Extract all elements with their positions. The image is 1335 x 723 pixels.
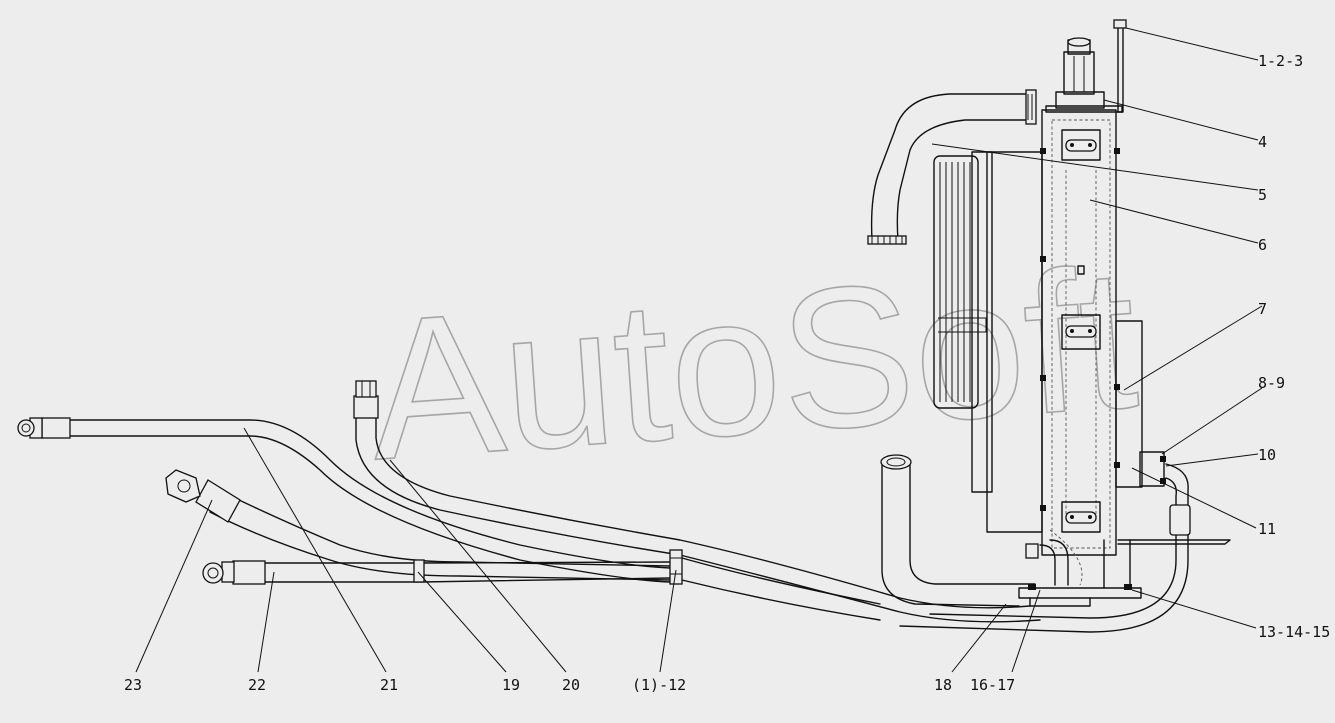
radiator-core [933,19,1231,607]
callout-23: 23 [124,676,142,694]
leader-8-9 [1161,387,1263,455]
leader-19 [417,571,507,673]
leader-21 [243,427,387,673]
line-22-sleeve [232,560,266,585]
upper-hose-clamp [1025,89,1037,125]
callout-18: 18 [934,676,952,694]
callout-8-9: 8-9 [1258,374,1285,392]
leader-5 [931,143,1259,191]
leader-1-2-3 [1125,27,1259,61]
upper-hose [867,89,1037,245]
leader-13-14-15 [1131,589,1257,629]
tank-hidden-core [1051,119,1111,549]
mount-block-low [1061,501,1101,533]
callout-20: 20 [562,676,580,694]
callout-6: 6 [1258,236,1267,254]
callout-10: 10 [1258,446,1276,464]
leader-10 [1165,453,1259,467]
leader-4 [1103,99,1259,141]
outlet-elbow [1025,529,1083,586]
line-20-nut [355,380,377,398]
bundle-continuation-2 [681,579,881,621]
line-21-ferrule [41,417,71,439]
line-22 [202,559,671,585]
hose-end-clamp [867,235,907,245]
side-bolts [1040,148,1120,511]
callout-16-17: 16-17 [970,676,1015,694]
tank-top-plate [1045,105,1123,113]
leader-23 [135,499,213,673]
leader-22 [257,571,275,673]
leader-11 [1131,467,1257,529]
gauge-rod [1113,19,1127,113]
leader-1-12 [659,569,677,673]
line-19-clip [413,559,425,583]
line-23-nut [165,469,201,503]
lower-hose-clamp [880,454,912,470]
line-21 [17,417,671,583]
cooler-pipe-sleeve [1169,504,1191,536]
mount-block-mid [1061,314,1101,350]
bracket-arm [1117,539,1231,545]
mount-block-top [1061,129,1101,161]
fitting-10 [1139,451,1166,487]
line-23 [165,469,671,581]
watermark-text: AutoSoft [362,226,1143,502]
callout-1-2-3: 1-2-3 [1258,52,1303,70]
filler-neck [1055,37,1105,109]
line-23-sleeve [195,479,241,523]
callout-22: 22 [248,676,266,694]
leader-lines [135,27,1263,673]
leader-7 [1123,305,1263,391]
oil-cooler [1115,320,1143,488]
line-20-ferrule [353,395,379,419]
shroud-plate [971,151,993,493]
drain-plug [1077,265,1085,275]
callout-4: 4 [1258,133,1267,151]
clamp-12 [669,549,683,585]
lower-hose [880,454,1036,607]
callout-7: 7 [1258,300,1267,318]
line-22-nut [202,561,235,584]
leader-16-17 [1011,589,1041,673]
callout-5: 5 [1258,186,1267,204]
fin-pack [933,155,987,409]
leader-18 [951,603,1007,673]
cooler-return-pipe [899,463,1191,633]
callout-13-14-15: 13-14-15 [1258,623,1330,641]
leader-6 [1089,199,1259,244]
callout-11: 11 [1258,520,1276,538]
callout-21: 21 [380,676,398,694]
bundle-continuation [681,557,881,605]
callout-19: 19 [502,676,520,694]
leader-20 [389,459,567,673]
line-21-nut [17,417,43,439]
callout-labels: 1-2-3 4 5 6 7 8-9 10 11 13-14-15 16-17 1… [124,52,1330,694]
callout-1-12: (1)-12 [632,676,686,694]
